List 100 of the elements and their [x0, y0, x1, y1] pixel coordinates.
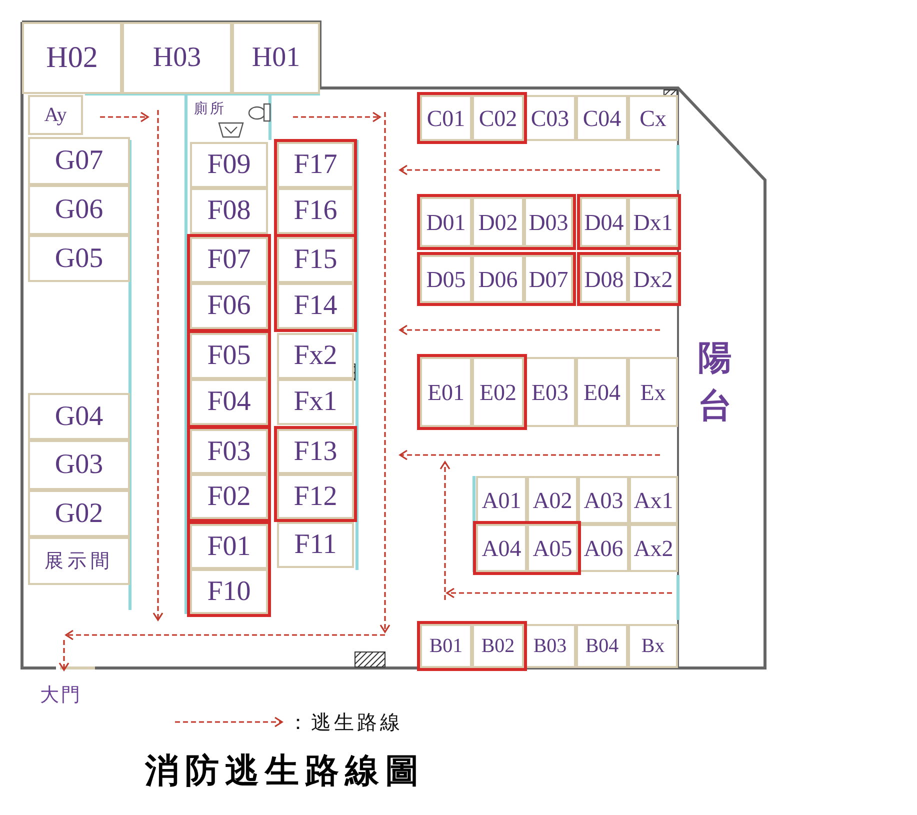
- unit-group-outline: [417, 621, 527, 671]
- unit-label: F09: [207, 151, 251, 179]
- unit-label: F13: [294, 438, 338, 466]
- storage-unit: [277, 283, 354, 329]
- unit-label: E04: [583, 380, 621, 404]
- storage-unit: [28, 185, 130, 235]
- storage-unit: [190, 379, 268, 425]
- unit-label: A06: [584, 536, 624, 560]
- storage-unit: [629, 476, 678, 524]
- storage-unit: [524, 357, 576, 427]
- unit-group-outline: [187, 330, 271, 428]
- storage-unit: [28, 137, 130, 185]
- storage-unit: [527, 524, 578, 572]
- unit-label: F05: [207, 342, 251, 370]
- unit-label: D06: [478, 268, 518, 290]
- unit-label: G04: [54, 402, 104, 430]
- unit-group-outline: [274, 139, 357, 237]
- storage-unit: [277, 333, 354, 379]
- storage-unit: [190, 524, 268, 569]
- storage-unit: [527, 476, 578, 524]
- storage-unit: [628, 95, 678, 141]
- storage-unit: [472, 255, 524, 303]
- unit-label: C01: [426, 106, 466, 130]
- unit-group-outline: [577, 194, 681, 250]
- unit-label: F16: [294, 197, 338, 225]
- unit-label: F08: [207, 197, 251, 225]
- storage-unit: [190, 188, 268, 234]
- unit-label: A02: [532, 488, 572, 512]
- storage-unit: [576, 95, 628, 141]
- storage-unit: [420, 624, 472, 668]
- unit-label: 展示間: [44, 552, 114, 570]
- storage-unit: [628, 197, 678, 247]
- storage-unit: [472, 357, 524, 427]
- unit-label: E02: [479, 380, 517, 404]
- storage-unit: [232, 22, 320, 94]
- unit-label: C04: [582, 106, 622, 130]
- unit-label: F06: [207, 292, 251, 320]
- unit-label: D05: [426, 268, 466, 290]
- unit-label: F15: [294, 246, 338, 274]
- unit-label: B03: [533, 636, 567, 656]
- unit-label: C03: [530, 106, 570, 130]
- storage-unit: [420, 95, 472, 141]
- unit-label: F04: [207, 388, 251, 416]
- unit-label: G02: [54, 500, 104, 528]
- storage-unit: [28, 537, 130, 585]
- unit-label: F12: [294, 482, 338, 510]
- unit-label: F17: [294, 151, 338, 179]
- unit-label: G06: [54, 196, 104, 224]
- storage-unit: [472, 95, 524, 141]
- storage-unit: [629, 524, 678, 572]
- unit-group-outline: [473, 521, 581, 575]
- legend-label: ：逃生路線: [288, 711, 403, 736]
- unit-group-outline: [187, 521, 271, 617]
- unit-label: Ax1: [634, 488, 674, 512]
- storage-unit: [628, 624, 678, 668]
- unit-label: B04: [585, 636, 619, 656]
- unit-label: D08: [584, 268, 624, 290]
- unit-label: G05: [54, 244, 104, 272]
- storage-unit: [524, 624, 576, 668]
- storage-unit: [277, 429, 354, 474]
- unit-label: Cx: [640, 106, 666, 130]
- storage-unit: [524, 255, 573, 303]
- storage-unit: [420, 197, 472, 247]
- storage-unit: [578, 476, 629, 524]
- unit-label: A04: [482, 536, 522, 560]
- unit-label: Dx1: [633, 210, 673, 234]
- storage-unit: [277, 474, 354, 519]
- storage-unit: [190, 429, 268, 474]
- storage-unit: [576, 624, 628, 668]
- unit-group-outline: [417, 354, 527, 430]
- storage-unit: [472, 197, 524, 247]
- unit-label: D03: [528, 210, 568, 234]
- unit-label: F11: [294, 531, 337, 559]
- unit-label: Fx1: [294, 388, 338, 416]
- unit-label: Fx2: [294, 342, 338, 370]
- unit-label: B02: [481, 636, 515, 656]
- storage-unit: [190, 283, 268, 329]
- storage-unit: [22, 22, 122, 94]
- unit-group-outline: [417, 252, 576, 306]
- storage-unit: [524, 95, 576, 141]
- unit-label: H01: [252, 44, 300, 72]
- unit-label: H03: [152, 44, 202, 72]
- storage-unit: [277, 237, 354, 283]
- unit-label: E03: [531, 380, 569, 404]
- storage-unit: [190, 237, 268, 283]
- storage-unit: [476, 476, 527, 524]
- storage-unit: [628, 255, 678, 303]
- storage-unit: [580, 255, 628, 303]
- unit-label: A03: [584, 488, 624, 512]
- storage-unit: [28, 95, 83, 135]
- unit-label: F01: [207, 532, 251, 560]
- storage-unit: [578, 524, 629, 572]
- storage-unit: [277, 522, 354, 568]
- storage-unit: [476, 524, 527, 572]
- unit-label: F03: [207, 438, 251, 466]
- unit-label: D02: [478, 210, 518, 234]
- unit-group-outline: [417, 92, 527, 144]
- storage-unit: [628, 357, 678, 427]
- storage-unit: [277, 188, 354, 234]
- unit-group-outline: [274, 234, 357, 332]
